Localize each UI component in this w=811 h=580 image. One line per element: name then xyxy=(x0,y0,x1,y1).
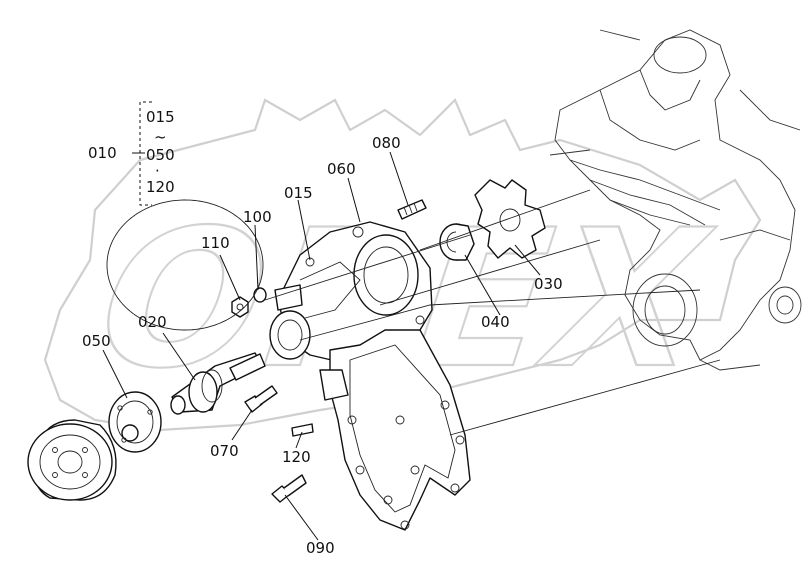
water-pump-body xyxy=(269,221,433,363)
flange xyxy=(108,391,162,453)
group-member-050: 050 xyxy=(146,146,175,164)
callout-050: 050 xyxy=(82,332,111,350)
callout-070: 070 xyxy=(210,442,239,460)
bolt-090 xyxy=(271,474,307,503)
callout-020: 020 xyxy=(138,313,167,331)
group-member-dot: · xyxy=(155,162,160,180)
callout-110: 110 xyxy=(201,234,230,252)
callout-100: 100 xyxy=(243,208,272,226)
stud-bolt xyxy=(397,199,427,220)
leader-lines xyxy=(102,151,541,541)
callout-040: 040 xyxy=(481,313,510,331)
assembly-lines xyxy=(106,189,721,436)
washer xyxy=(253,287,267,303)
callout-120: 120 xyxy=(282,448,311,466)
dowel-pin xyxy=(291,423,314,437)
group-member-120: 120 xyxy=(146,178,175,196)
engine-block xyxy=(549,29,802,371)
part-callouts: 015 060 080 100 110 020 050 030 040 070 … xyxy=(82,134,563,557)
callout-080: 080 xyxy=(372,134,401,152)
callout-090: 090 xyxy=(306,539,335,557)
group-callout: 010 015 ~ 050 · 120 xyxy=(88,108,175,196)
group-member-tilde: ~ xyxy=(154,128,167,146)
impeller xyxy=(474,179,546,259)
bearing-shaft xyxy=(170,352,266,415)
bolt-070 xyxy=(244,385,278,413)
group-bracket xyxy=(139,101,152,206)
callout-060: 060 xyxy=(327,160,356,178)
callout-010: 010 xyxy=(88,144,117,162)
group-member-015: 015 xyxy=(146,108,175,126)
callout-030: 030 xyxy=(534,275,563,293)
nut xyxy=(231,296,249,318)
callout-015: 015 xyxy=(284,184,313,202)
mechanical-seal xyxy=(439,223,475,261)
fan-pulley xyxy=(27,419,117,501)
pump-housing-plate xyxy=(319,329,471,531)
